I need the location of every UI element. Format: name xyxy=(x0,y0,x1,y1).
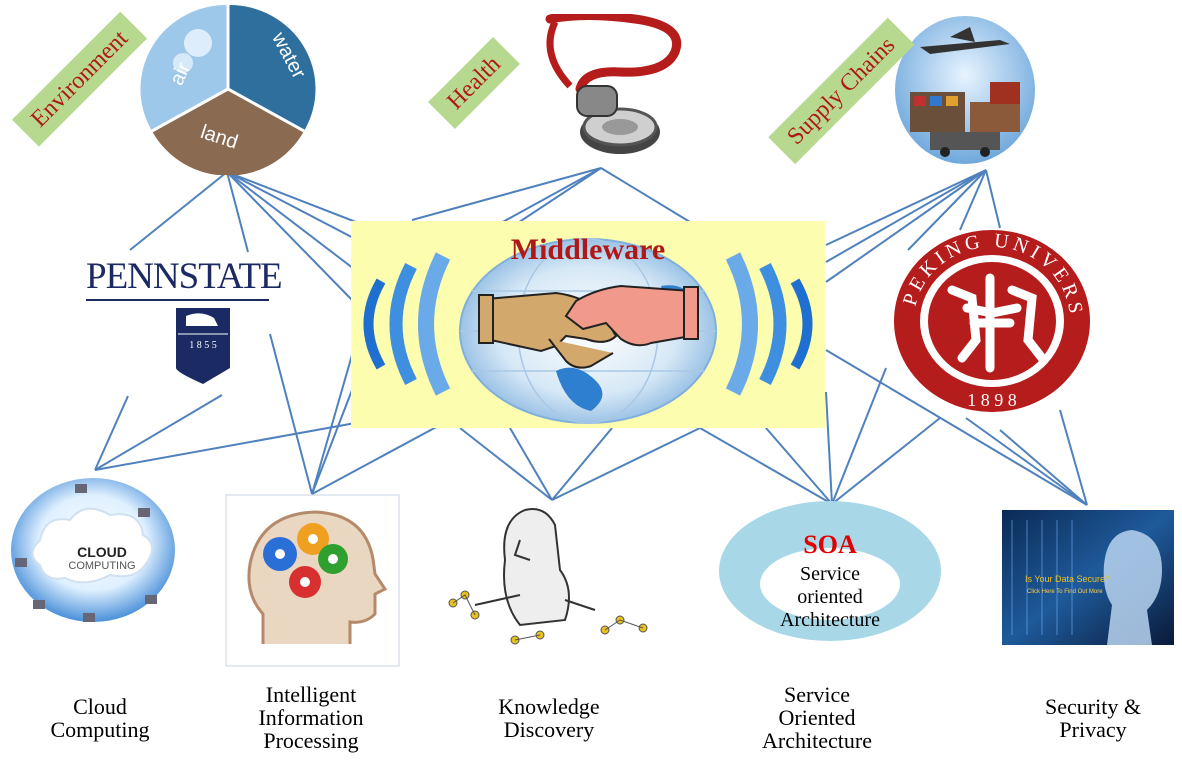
caption-line: Service xyxy=(784,682,850,707)
pennstate-shield-logo: 1 8 5 5 xyxy=(86,299,269,384)
soa-ring-icon xyxy=(719,501,941,641)
caption-cloud-computing: Cloud Computing xyxy=(20,695,180,741)
connector-line xyxy=(699,427,833,505)
connector-line xyxy=(226,171,353,301)
caption-line: Discovery xyxy=(503,717,595,742)
connector-line xyxy=(311,354,353,495)
connector-line xyxy=(965,417,1088,506)
connector-line xyxy=(825,169,987,283)
connector-line xyxy=(94,394,223,471)
connector-line xyxy=(226,171,249,253)
caption-line: Knowledge xyxy=(498,694,600,719)
soa-title: SOA xyxy=(803,530,857,559)
caption-line: Computing xyxy=(50,717,150,742)
handshake-globe-icon xyxy=(363,238,813,424)
connector-line xyxy=(825,169,987,246)
caption-knowledge-discovery: Knowledge Discovery xyxy=(469,695,629,741)
caption-line: Cloud xyxy=(73,694,127,719)
caption-line: Processing xyxy=(263,728,359,753)
caption-security-privacy: Security & Privacy xyxy=(1013,695,1173,741)
security-headline: Is Your Data Secure? xyxy=(1025,574,1111,584)
security-subline: Click Here To Find Out More xyxy=(1027,589,1103,595)
connector-line xyxy=(551,427,613,501)
soa-subtitle: Service oriented Architecture xyxy=(738,563,922,632)
security-privacy-image xyxy=(1002,510,1174,645)
connector-line xyxy=(985,169,1001,229)
connector-line xyxy=(1059,409,1088,506)
caption-line: Information xyxy=(258,705,364,730)
connector-line xyxy=(411,167,602,221)
connector-line xyxy=(311,389,353,495)
connector-line xyxy=(94,419,373,471)
cloud-icon-line1: CLOUD xyxy=(77,544,127,560)
connector-line xyxy=(459,427,553,501)
stethoscope-icon xyxy=(545,14,681,154)
connector-line xyxy=(269,333,313,495)
environment-pie-image: air water land xyxy=(140,4,316,175)
middleware-title: Middleware xyxy=(510,233,666,266)
cloud-icon-text: CLOUD COMPUTING xyxy=(52,545,152,573)
caption-line: Intelligent xyxy=(265,682,357,707)
pennstate-year: 1 8 5 5 xyxy=(189,340,217,351)
connector-line xyxy=(831,367,887,505)
gears-head-icon xyxy=(225,494,400,667)
caption-intelligent-information-processing: Intelligent Information Processing xyxy=(231,683,391,752)
knowledge-discovery-figure xyxy=(448,508,648,645)
pennstate-wordmark: PENNSTATE xyxy=(86,256,283,297)
soa-subtitle-line1: Service xyxy=(800,563,860,585)
connector-line xyxy=(999,429,1088,506)
cloud-icon-line2: COMPUTING xyxy=(68,560,136,572)
caption-line: Architecture xyxy=(762,728,872,753)
connector-line xyxy=(551,427,701,501)
connector-line xyxy=(600,167,691,223)
soa-subtitle-line3: Architecture xyxy=(780,609,880,631)
connector-line xyxy=(831,417,941,505)
cloud-computing-icon xyxy=(11,478,175,622)
connector-line xyxy=(907,169,987,251)
connector-line xyxy=(825,391,833,505)
peking-year: 1 8 9 8 xyxy=(967,390,1017,410)
connector-line xyxy=(765,427,833,505)
middleware-panel: Middleware xyxy=(351,221,825,428)
caption-line: Security & xyxy=(1045,694,1141,719)
connector-line xyxy=(959,169,987,231)
connector-line xyxy=(311,424,441,495)
soa-subtitle-line2: oriented xyxy=(797,586,863,608)
connector-line xyxy=(226,171,359,273)
connector-line xyxy=(129,171,228,251)
supply-chain-image xyxy=(895,16,1035,164)
connector-line xyxy=(825,349,1088,506)
connector-line xyxy=(509,427,553,501)
connector-line xyxy=(94,395,129,471)
caption-service-oriented-architecture: Service Oriented Architecture xyxy=(737,683,897,752)
connector-line xyxy=(825,169,987,263)
peking-university-logo: PEKING UNIVERSITY 1 8 9 8 xyxy=(892,228,1090,412)
connector-lines xyxy=(94,167,1088,506)
caption-line: Oriented xyxy=(778,705,856,730)
caption-line: Privacy xyxy=(1059,717,1127,742)
